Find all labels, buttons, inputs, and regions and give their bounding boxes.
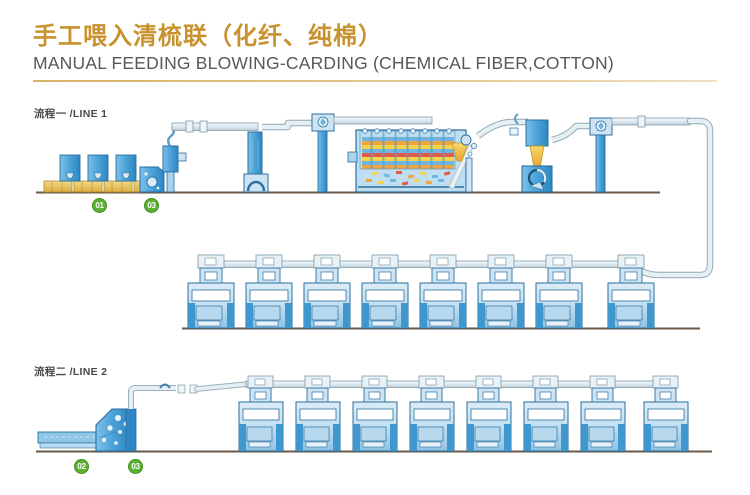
line2-group (36, 375, 712, 453)
carding-machine (607, 254, 655, 329)
page-title-chinese: 手工喂入清梳联（化纤、纯棉） (33, 23, 383, 50)
duct-slope-line2 (194, 381, 251, 392)
section-label-line2: 流程二 /LINE 2 (34, 366, 108, 378)
transport-duct-upper (171, 120, 259, 133)
opener-unit (139, 166, 165, 193)
blower-unit (589, 117, 613, 193)
badge-line2-03: 03 (128, 459, 143, 474)
mixer-chutes (359, 128, 456, 170)
carding-machine (295, 375, 341, 452)
condenser-tower (162, 126, 187, 193)
carding-machine (419, 254, 467, 329)
badge-line1-03: 03 (144, 198, 159, 213)
carding-machine (245, 254, 293, 329)
carding-machine (477, 254, 525, 329)
duct-to-blower (551, 122, 592, 144)
badge-line2-02: 02 (74, 459, 89, 474)
carding-machine (303, 254, 351, 329)
carding-machine (409, 375, 455, 452)
carding-machine (643, 375, 689, 452)
page-title-english: MANUAL FEEDING BLOWING-CARDING (CHEMICAL… (33, 53, 614, 74)
separator-unit (243, 131, 269, 193)
line1-group (36, 113, 714, 330)
fine-opener (509, 113, 553, 193)
duct-to-fine-opener (476, 118, 528, 139)
carding-machines-line1 (187, 254, 655, 329)
multi-mixer (347, 128, 467, 193)
carding-machine (580, 375, 626, 452)
fiber-bales (43, 180, 153, 193)
badge-line1-01: 01 (92, 198, 107, 213)
inclined-opener (95, 408, 137, 452)
conveyor-belt (37, 431, 101, 449)
distribution-duct-line1 (611, 115, 714, 279)
carding-machine (535, 254, 583, 329)
carding-machine (238, 375, 284, 452)
carding-machine (466, 375, 512, 452)
carding-overhead-duct-line2 (245, 380, 667, 388)
page-header: 手工喂入清梳联（化纤、纯棉） MANUAL FEEDING BLOWING-CA… (33, 22, 717, 83)
carding-machine (523, 375, 569, 452)
inclined-feed-arm (449, 134, 477, 193)
carding-overhead-duct-line1 (197, 260, 631, 268)
carding-machine (361, 254, 409, 329)
section-label-line1: 流程一 /LINE 1 (34, 108, 108, 120)
carding-machines-line2 (238, 375, 689, 452)
carding-machine (187, 254, 235, 329)
duct-to-mixer (333, 116, 433, 125)
fan-unit (311, 113, 335, 193)
header-divider (33, 80, 717, 83)
duct-to-fan (262, 119, 318, 131)
manual-feeding-hoppers (59, 154, 137, 182)
fiber-tufts (366, 171, 456, 186)
fiber-layers (362, 137, 454, 169)
carding-machine (352, 375, 398, 452)
riser-duct-line2 (128, 383, 198, 409)
